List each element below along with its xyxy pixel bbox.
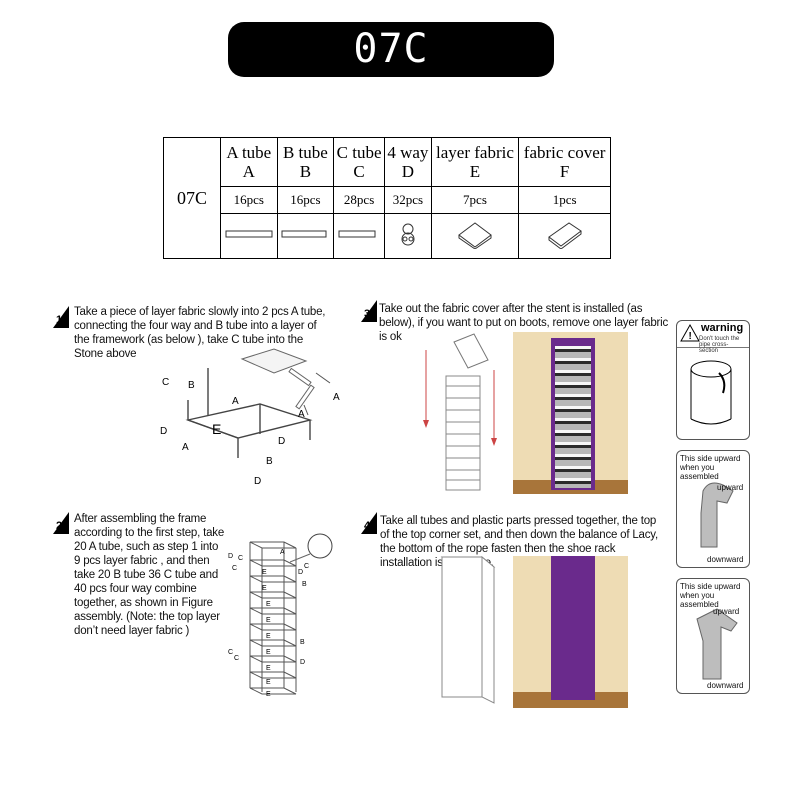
upward-label: upward: [713, 607, 740, 616]
part-count-c: 28pcs: [333, 186, 386, 214]
pipe-icon: [690, 360, 732, 425]
step-4-text: Take all tubes and plastic parts pressed…: [380, 515, 658, 569]
svg-text:3: 3: [364, 308, 370, 320]
part-count-b: 16pcs: [276, 186, 335, 214]
step-4-covered-diagram: [440, 555, 496, 704]
tube-icon: [276, 213, 335, 259]
svg-text:E: E: [266, 601, 271, 608]
svg-text:B: B: [302, 581, 307, 588]
connector-piece-icon: [696, 608, 738, 680]
shoe-rack-open: [551, 338, 595, 490]
connector-note-caption: This side upward when you assembled: [680, 454, 741, 481]
svg-text:C: C: [238, 555, 243, 562]
warning-sub: Don't touch the pipe cross-section: [699, 336, 740, 354]
model-cell: 07C: [163, 137, 221, 259]
part-count-e: 7pcs: [430, 186, 520, 214]
svg-text:D: D: [160, 426, 167, 437]
svg-text:A: A: [280, 549, 285, 556]
svg-text:2: 2: [56, 520, 62, 532]
svg-text:B: B: [300, 639, 305, 646]
svg-text:C: C: [304, 563, 309, 570]
svg-text:D: D: [228, 553, 233, 560]
svg-text:B: B: [266, 456, 273, 467]
connector-piece-icon: [700, 482, 734, 548]
svg-text:4: 4: [364, 520, 371, 532]
upward-label: upward: [717, 483, 744, 492]
svg-text:E: E: [266, 633, 271, 640]
step-2-text: After assembling the frame according to …: [74, 513, 225, 637]
svg-text:C: C: [162, 377, 169, 388]
warning-icon: !: [680, 323, 700, 342]
page-title: 07C instructions: [228, 22, 554, 127]
svg-text:E: E: [266, 665, 271, 672]
tube-icon: [333, 213, 386, 259]
svg-text:A: A: [333, 392, 340, 403]
step-1-fabric-diagram: A A: [240, 348, 340, 420]
svg-text:E: E: [266, 617, 271, 624]
connector-icon: [384, 213, 432, 259]
step-1-frame-diagram: C B A D E D A B D: [160, 368, 313, 487]
cover-box-icon: [518, 213, 611, 259]
svg-text:1: 1: [56, 314, 62, 326]
svg-text:E: E: [266, 691, 271, 698]
step-2-marker: 2: [53, 512, 71, 534]
svg-text:E: E: [266, 679, 271, 686]
fabric-sheet-icon: [430, 213, 520, 259]
part-count-a: 16pcs: [220, 186, 278, 214]
svg-text:D: D: [254, 476, 261, 487]
svg-text:D: D: [300, 659, 305, 666]
svg-text:D: D: [298, 569, 303, 576]
svg-text:A: A: [182, 442, 189, 453]
step-2-tower-diagram: A D C C E D C E B E E E E E E B D C C E: [228, 533, 333, 698]
warning-panel: ! warning Don't touch the pipe cross-sec…: [676, 320, 750, 440]
svg-text:C: C: [232, 565, 237, 572]
step-4-marker: 4: [361, 512, 379, 534]
warning-label: warning: [701, 322, 744, 334]
svg-text:E: E: [262, 585, 267, 592]
floor: [513, 692, 628, 708]
part-count-f: 1pcs: [518, 186, 611, 214]
svg-text:E: E: [262, 569, 267, 576]
svg-text:A: A: [298, 409, 305, 420]
connector-note-caption: This side upward when you assembled: [680, 582, 741, 609]
step-3-cover-diagram: [423, 333, 497, 491]
svg-text:C: C: [234, 655, 239, 662]
svg-text:E: E: [266, 649, 271, 656]
svg-text:C: C: [228, 649, 233, 656]
step-4-photo: [513, 556, 628, 708]
svg-text:E: E: [212, 421, 221, 437]
step-1-text: Take a piece of layer fabric slowly into…: [74, 306, 326, 360]
svg-text:A: A: [232, 396, 239, 407]
step-3-photo: [513, 332, 628, 494]
svg-text:D: D: [278, 436, 285, 447]
svg-text:B: B: [188, 380, 195, 391]
downward-label: downward: [707, 681, 744, 690]
step-3-text: Take out the fabric cover after the sten…: [379, 303, 669, 343]
step-1-marker: 1: [53, 306, 71, 328]
connector-note-1: This side upward when you assembled upwa…: [676, 450, 750, 568]
connector-note-2: This side upward when you assembled upwa…: [676, 578, 750, 694]
svg-text:!: !: [689, 331, 692, 342]
step-3-marker: 3: [361, 300, 379, 322]
tube-icon: [220, 213, 278, 259]
part-count-d: 32pcs: [384, 186, 432, 214]
shoe-rack-closed: [551, 556, 595, 700]
downward-label: downward: [707, 555, 744, 564]
